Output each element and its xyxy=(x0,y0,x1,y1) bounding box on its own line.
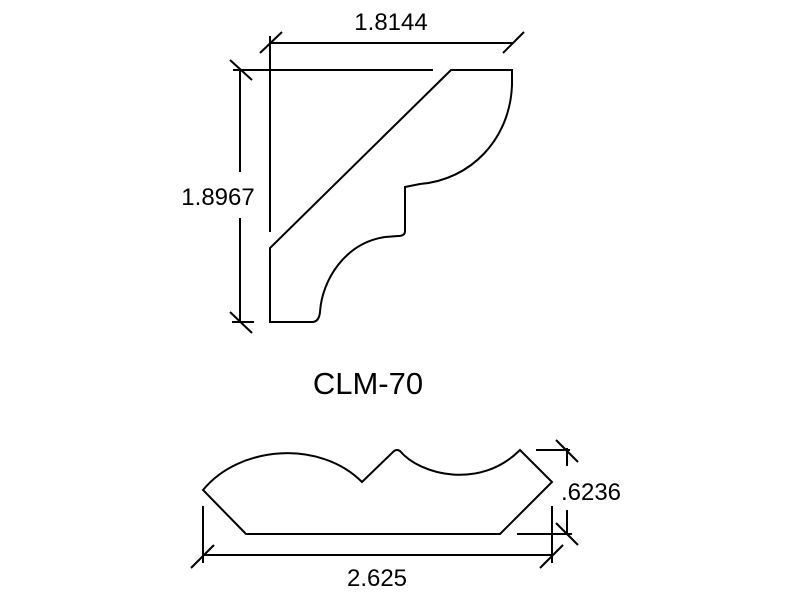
dimension-tick xyxy=(229,59,253,81)
dimension-tick xyxy=(539,544,564,569)
part-label: CLM-70 xyxy=(313,366,423,401)
dimension-tick xyxy=(555,522,579,546)
top-profile: 1.8144 1.8967 xyxy=(181,9,525,334)
dimension-tick xyxy=(502,31,525,54)
dimension-tick xyxy=(259,31,283,54)
bottom-profile: .6236 2.625 xyxy=(190,439,621,592)
top-height-label: 1.8967 xyxy=(181,184,254,211)
dimension-tick xyxy=(555,439,579,463)
bottom-height-label: .6236 xyxy=(561,479,621,506)
bottom-profile-outline xyxy=(201,448,554,535)
top-width-label: 1.8144 xyxy=(354,9,427,36)
dimension-tick xyxy=(190,544,215,569)
top-profile-outline xyxy=(269,69,513,323)
bottom-width-label: 2.625 xyxy=(347,565,407,592)
